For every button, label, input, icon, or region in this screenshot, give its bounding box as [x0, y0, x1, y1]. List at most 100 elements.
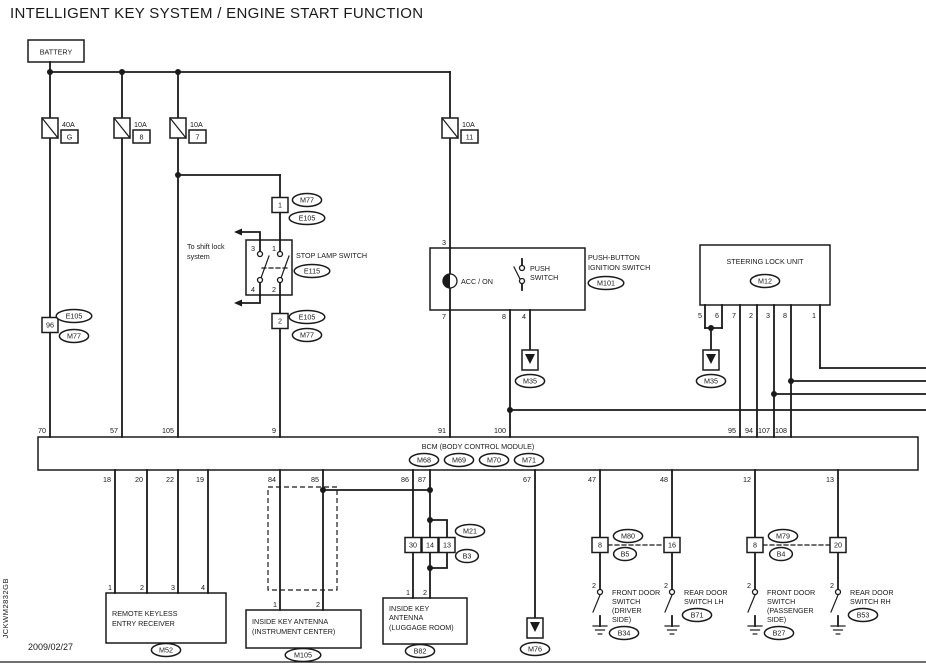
label: 3 [251, 244, 255, 253]
connector-oval-M105 [284, 647, 322, 663]
label: 47 [588, 475, 596, 484]
label: 13 [826, 475, 834, 484]
label: 18 [103, 475, 111, 484]
connector-oval-M69 [443, 452, 475, 468]
connector-oval-B27 [763, 625, 795, 641]
connector-oval-M21 [454, 523, 486, 539]
label: 1 [812, 311, 816, 320]
label: (PASSENGER [767, 606, 814, 615]
label: IGNITION SWITCH [588, 263, 650, 272]
label: 2 [749, 311, 753, 320]
contact-circle [518, 277, 526, 285]
connector-oval-M77 [291, 327, 323, 343]
fuse-id-box [60, 129, 79, 144]
connector-label: B3 [463, 552, 472, 561]
door-switch-contact [596, 588, 604, 596]
label: 9 [272, 426, 276, 435]
door-switch-contact [751, 588, 759, 596]
label: 12 [743, 475, 751, 484]
fuse-rating: 10A [134, 120, 147, 129]
door-switch-contact [668, 588, 676, 596]
connector-oval-M52 [150, 642, 182, 658]
wire [241, 294, 261, 304]
label: 95 [728, 426, 736, 435]
contact-circle [276, 250, 284, 258]
connector-oval-B71 [681, 607, 713, 623]
connector-oval-B53 [847, 607, 879, 623]
connector-oval-M76 [519, 641, 551, 657]
battery-box [27, 39, 85, 63]
rear-door-switch-lh-label: REAR DOOR [684, 588, 728, 597]
pin-box-label: 14 [426, 541, 434, 550]
connector-oval-B82 [404, 643, 436, 659]
label: (DRIVER [612, 606, 642, 615]
connector-label: E105 [299, 214, 316, 223]
connector-oval-M12 [749, 273, 781, 289]
connector-oval-E115 [293, 263, 331, 279]
wire [429, 552, 448, 569]
remote-keyless-entry-receiver-box [105, 592, 227, 644]
connector-oval-B5 [612, 546, 638, 562]
pin-box [591, 536, 609, 554]
battery-label: BATTERY [40, 48, 73, 57]
label: (LUGGAGE ROOM) [389, 623, 454, 632]
label: 3 [442, 238, 446, 247]
label: SWITCH LH [684, 597, 724, 606]
ground-terminal-triangle [525, 354, 535, 364]
label: 19 [196, 475, 204, 484]
fuse-id-box [460, 129, 479, 144]
label: 1 [272, 244, 276, 253]
connector-oval-E105 [55, 308, 93, 324]
label: 87 [418, 475, 426, 484]
junction-dot [320, 487, 326, 493]
contact-circle [256, 276, 264, 284]
junction-dot [175, 172, 181, 178]
connector-label: M77 [67, 332, 81, 341]
junction-dot [507, 407, 513, 413]
label: SWITCH [530, 273, 558, 282]
label: 5 [698, 311, 702, 320]
label: 86 [401, 475, 409, 484]
stop-lamp-switch-label: STOP LAMP SWITCH [296, 251, 367, 260]
label: 3 [766, 311, 770, 320]
arrow-left-icon [234, 228, 242, 236]
connector-label: M79 [776, 532, 790, 541]
junction-dot [119, 69, 125, 75]
label: 1 [273, 600, 277, 609]
pin-box-label: 96 [46, 321, 54, 330]
label: 57 [110, 426, 118, 435]
label: 100 [494, 426, 506, 435]
fuse-id: 11 [466, 133, 473, 142]
wire [429, 519, 448, 538]
connector-label: M52 [159, 646, 173, 655]
label: 70 [38, 426, 46, 435]
label: 2 [272, 285, 276, 294]
pin-box-label: 8 [753, 541, 757, 550]
label: 2 [664, 581, 668, 590]
junction-dot [788, 378, 794, 384]
front-door-switch-driver-label: FRONT DOOR [612, 588, 660, 597]
connector-oval-B4 [768, 546, 794, 562]
label: SWITCH [767, 597, 795, 606]
connector-label: B4 [777, 550, 786, 559]
fuse-id: 8 [140, 133, 144, 142]
label: 4 [251, 285, 255, 294]
label: ANTENNA [389, 613, 424, 622]
fuse-diagonal [113, 117, 131, 139]
wire [241, 231, 261, 241]
connector-label: M21 [463, 527, 477, 536]
connector-oval-M101 [587, 275, 625, 291]
connector-label: M101 [597, 279, 615, 288]
label: 6 [715, 311, 719, 320]
connector-label: B82 [414, 647, 427, 656]
connector-label: M76 [528, 645, 542, 654]
label: 84 [268, 475, 276, 484]
junction-dot [771, 391, 777, 397]
label: 1 [406, 588, 410, 597]
ignition-switch-label: PUSH-BUTTON [588, 253, 640, 262]
connector-label: B5 [621, 550, 630, 559]
label: 8 [783, 311, 787, 320]
label: 94 [745, 426, 753, 435]
switch-lever [260, 255, 270, 279]
